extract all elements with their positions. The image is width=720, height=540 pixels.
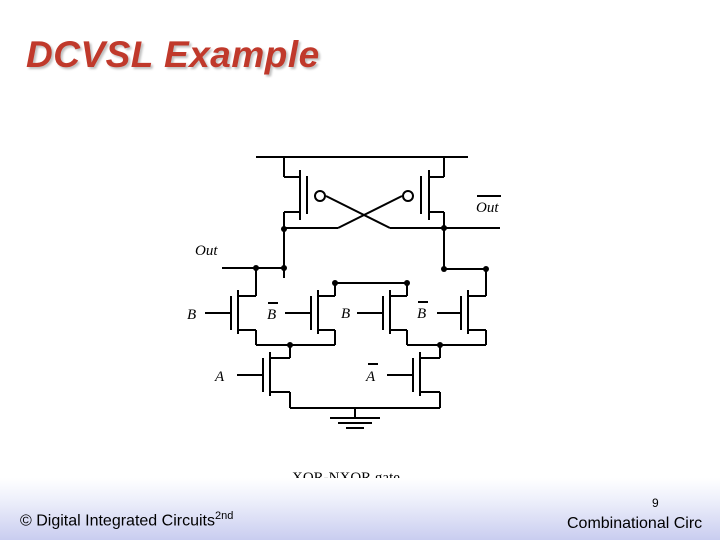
junction-dots [253, 225, 489, 348]
label-b-bar: B [417, 306, 426, 322]
page-number: 9 [652, 496, 659, 510]
label-b: B [187, 307, 196, 323]
label-b-bar: B [267, 307, 276, 323]
footer-band [0, 478, 720, 540]
circuit-wires [205, 156, 501, 429]
footer-edition: 2nd [214, 510, 234, 522]
footer-copyright: © Digital Integrated Circuits2nd [20, 510, 233, 530]
slide-title: DCVSL Example [26, 34, 320, 75]
label-b: B [341, 306, 350, 322]
footer-copyright-text: © Digital Integrated Circuits [20, 512, 215, 530]
label-a: A [214, 369, 225, 385]
label-a-bar: A [365, 369, 376, 385]
label-out: Out [195, 243, 218, 259]
footer-section-title: Combinational Circ [567, 515, 703, 532]
label-out-bar: Out [476, 200, 499, 216]
